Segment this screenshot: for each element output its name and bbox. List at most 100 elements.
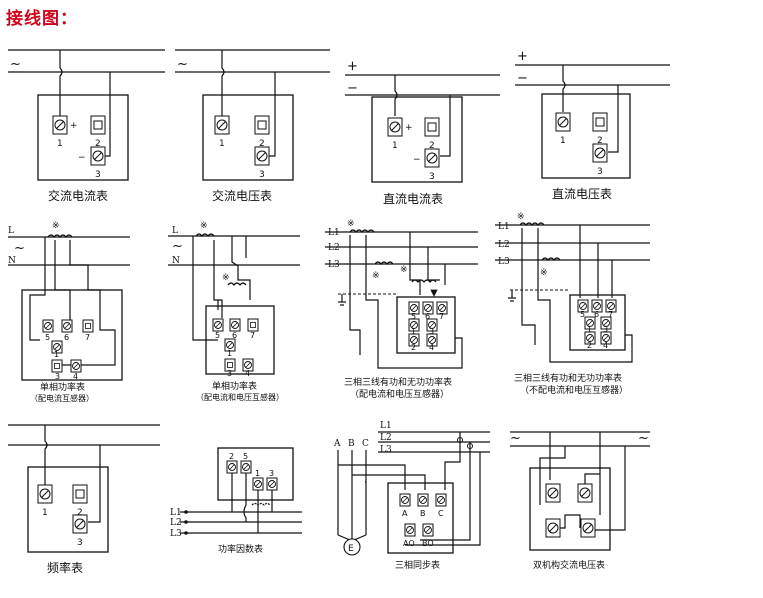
three-phase-b-l2: L2: [498, 240, 510, 250]
single-phase-a-label-4: 4: [73, 372, 78, 381]
dc-ammeter-label-1: 1: [392, 141, 398, 151]
three-phase-a-meter-box: [396, 296, 456, 354]
ac-ammeter-label-2: 2: [95, 139, 101, 149]
three-phase-power-ct-pt-diagram: L1 L2 L3 ※ ※ ※ 5 6 7 1 3 2 4 三相三线有功和无功: [325, 219, 478, 400]
single-phase-a-label-3: 3: [55, 372, 60, 381]
single-phase-a-caption: 单相功率表: [40, 381, 85, 393]
dc-ammeter-meter-box: [371, 96, 463, 183]
three-phase-b-ct1-mark: ※: [517, 212, 525, 222]
single-phase-b-subcaption: （配电流和电压互感器）: [196, 392, 284, 402]
dc-ammeter-minus-line: −: [347, 81, 358, 96]
ac-ammeter-meter-box: [37, 94, 129, 181]
ac-ammeter-terminal-3: [90, 146, 106, 166]
sync-phase-b: B: [348, 439, 355, 449]
frequency-meter-diagram: 1 2 3 频率表: [8, 424, 160, 575]
ac-voltmeter-meter-box: [202, 94, 294, 181]
single-phase-b-terminal-5: [212, 318, 224, 332]
single-phase-a-supply: ~: [14, 241, 25, 256]
ac-voltmeter-terminal-3: [254, 146, 270, 166]
dc-voltmeter-minus-line: −: [517, 71, 528, 86]
ac-ammeter-supply-symbol: ~: [10, 57, 21, 72]
single-phase-a-terminal-7: [82, 319, 94, 333]
dc-ammeter-label-3: 3: [429, 172, 435, 182]
three-phase-b-caption: 三相三线有功和无功功率表: [514, 372, 622, 384]
sync-label-ao: AO: [403, 539, 415, 548]
three-phase-a-label-7: 7: [439, 312, 444, 321]
sync-terminal-c: [435, 493, 447, 507]
power-factor-terminal-1: [252, 477, 264, 491]
dc-voltmeter-label-1: 1: [560, 136, 566, 146]
ac-voltmeter-diagram: ~ 1 2 3 交流电压表: [175, 49, 330, 203]
three-phase-a-l1: L1: [328, 228, 340, 238]
single-phase-b-supply: ~: [172, 239, 183, 254]
dc-ammeter-plus: +: [405, 123, 413, 133]
three-phase-b-label-1: 1: [587, 325, 592, 334]
dc-voltmeter-plus-line: +: [517, 49, 528, 64]
single-phase-a-meter-box: [21, 289, 123, 381]
ac-ammeter-diagram: ~ + − 1 2 3 交流电流表: [8, 49, 165, 203]
three-phase-b-l1: L1: [498, 222, 510, 232]
single-phase-a-subcaption: （配电流互感器）: [30, 393, 94, 403]
dual-voltmeter-supply-left: ~: [510, 431, 521, 446]
dc-voltmeter-caption: 直流电压表: [552, 187, 612, 201]
sync-l3: L3: [380, 445, 392, 455]
three-phase-b-ct2-mark: ※: [540, 268, 548, 278]
dual-voltmeter-terminal-4: [580, 518, 596, 538]
ac-ammeter-plus: +: [70, 121, 78, 131]
single-phase-b-ct-mark: ※: [200, 221, 208, 231]
sync-terminal-b: [417, 493, 429, 507]
three-phase-a-label-2: 2: [411, 343, 416, 352]
dc-ammeter-label-2: 2: [429, 141, 435, 151]
single-phase-a-label-6: 6: [64, 333, 69, 342]
page-title: 接线图：: [6, 9, 78, 29]
ac-voltmeter-terminal-2: [254, 115, 270, 135]
ac-ammeter-caption: 交流电流表: [48, 188, 108, 203]
sync-caption: 三相同步表: [395, 559, 440, 571]
single-phase-a-line-n: N: [8, 256, 16, 266]
dc-voltmeter-terminal-1: [555, 112, 571, 132]
ac-voltmeter-label-2: 2: [259, 139, 265, 149]
dc-voltmeter-terminal-3: [592, 143, 608, 163]
power-factor-meter-box: [217, 447, 294, 501]
ac-ammeter-terminal-1: [52, 115, 68, 135]
single-phase-b-label-4: 4: [245, 369, 250, 378]
single-phase-b-label-1: 1: [227, 349, 232, 358]
ac-ammeter-label-3: 3: [95, 170, 101, 180]
ac-voltmeter-terminal-1: [214, 115, 230, 135]
power-factor-terminal-2: [226, 460, 238, 474]
three-phase-b-label-3: 3: [603, 325, 608, 334]
power-factor-l1: L1: [170, 508, 182, 518]
dual-voltmeter-terminal-2: [577, 483, 593, 503]
power-factor-caption: 功率因数表: [218, 543, 263, 555]
ac-voltmeter-supply-symbol: ~: [177, 57, 188, 72]
frequency-meter-terminal-2: [72, 484, 88, 504]
sync-meter-box: [387, 482, 454, 554]
three-phase-b-l3: L3: [498, 257, 510, 267]
single-phase-power-ct-diagram: L N ~ ※ 5 6 7 1 3 4 单相功率表 （配电流互感器）: [8, 221, 130, 403]
sync-generator: [343, 538, 361, 556]
sync-phase-c: C: [362, 439, 369, 449]
single-phase-a-label-7: 7: [85, 333, 90, 342]
dc-voltmeter-diagram: + − 1 2 3 直流电压表: [515, 49, 670, 201]
sync-l2: L2: [380, 433, 392, 443]
power-factor-l2: L2: [170, 518, 182, 528]
three-phase-a-label-4: 4: [429, 343, 434, 352]
three-phase-a-caption: 三相三线有功和无功功率表: [344, 376, 452, 388]
ac-voltmeter-label-1: 1: [219, 139, 225, 149]
three-phase-a-label-6: 6: [425, 312, 430, 321]
three-phase-b-meter-box: [569, 294, 626, 351]
frequency-meter-label-3: 3: [77, 538, 83, 548]
frequency-meter-label-2: 2: [77, 508, 83, 518]
sync-terminal-ao: [404, 523, 416, 537]
single-phase-b-label-5: 5: [215, 331, 220, 340]
ac-ammeter-label-1: 1: [57, 139, 63, 149]
power-factor-meter-diagram: 2 5 1 3 L1 L2 L3 功率因数表: [170, 447, 302, 555]
three-phase-b-label-5: 5: [580, 310, 585, 319]
single-phase-b-meter-box: [205, 305, 275, 375]
dual-voltmeter-terminal-3: [545, 518, 561, 538]
frequency-meter-caption: 频率表: [47, 560, 83, 575]
dc-ammeter-terminal-1: [387, 117, 403, 137]
single-phase-b-terminal-7: [247, 318, 259, 332]
three-phase-a-l3: L3: [328, 260, 340, 270]
three-phase-sync-diagram: A B C E L1 L2 L3 A B C AO BO 三相同步表: [333, 421, 490, 571]
